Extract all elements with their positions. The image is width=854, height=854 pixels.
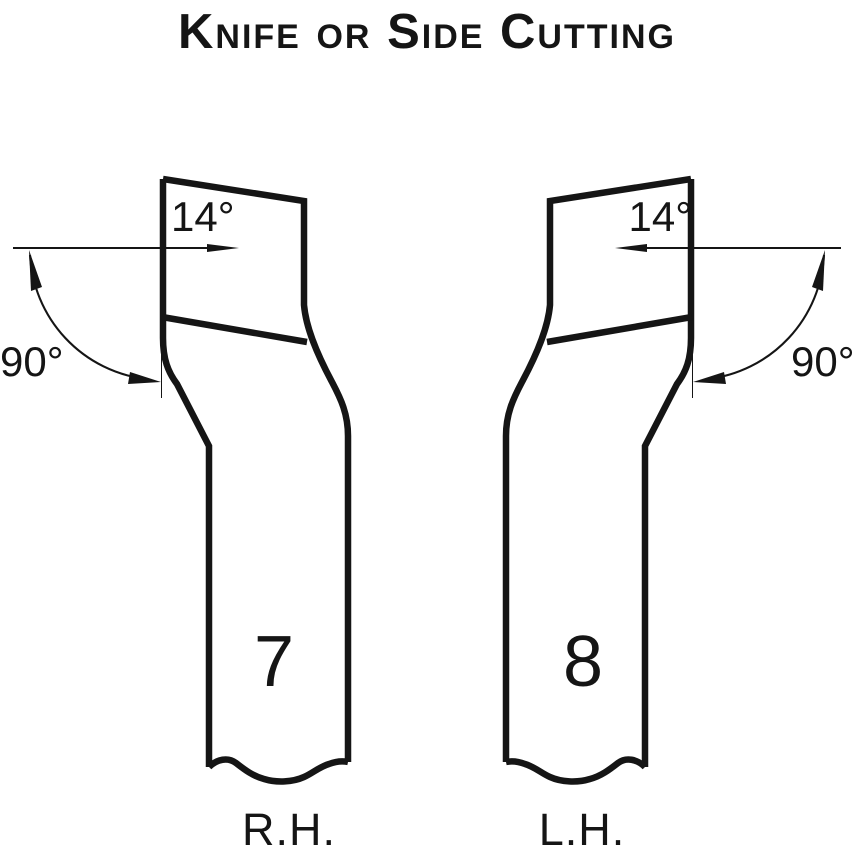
- right-tool-figure-mirrored: [506, 179, 841, 781]
- tool-outline-left-edge: [159, 179, 213, 767]
- edge-angle-arc-top-arrowhead-icon: [29, 250, 42, 291]
- right-edge-angle-label: 90°: [791, 338, 854, 385]
- tool-cutting-edge-line: [161, 313, 308, 346]
- left-edge-angle-label: 90°: [0, 338, 64, 385]
- rake-angle-arrowhead-icon: [207, 244, 239, 252]
- edge-angle-arc-bottom-arrowhead-icon: [128, 372, 161, 384]
- left-rake-angle-label: 14°: [171, 193, 235, 240]
- page-title: Knife or Side Cutting: [178, 5, 676, 59]
- tool-outline-right-edge: [162, 175, 352, 762]
- left-hand-label: R.H.: [242, 804, 336, 854]
- right-hand-label: L.H.: [539, 804, 626, 854]
- right-rake-angle-label: 14°: [628, 193, 692, 240]
- left-shape-number: 7: [254, 622, 294, 702]
- tool-break-line: [206, 756, 349, 785]
- right-shape-number: 8: [563, 622, 603, 702]
- left-tool-figure: [13, 175, 352, 785]
